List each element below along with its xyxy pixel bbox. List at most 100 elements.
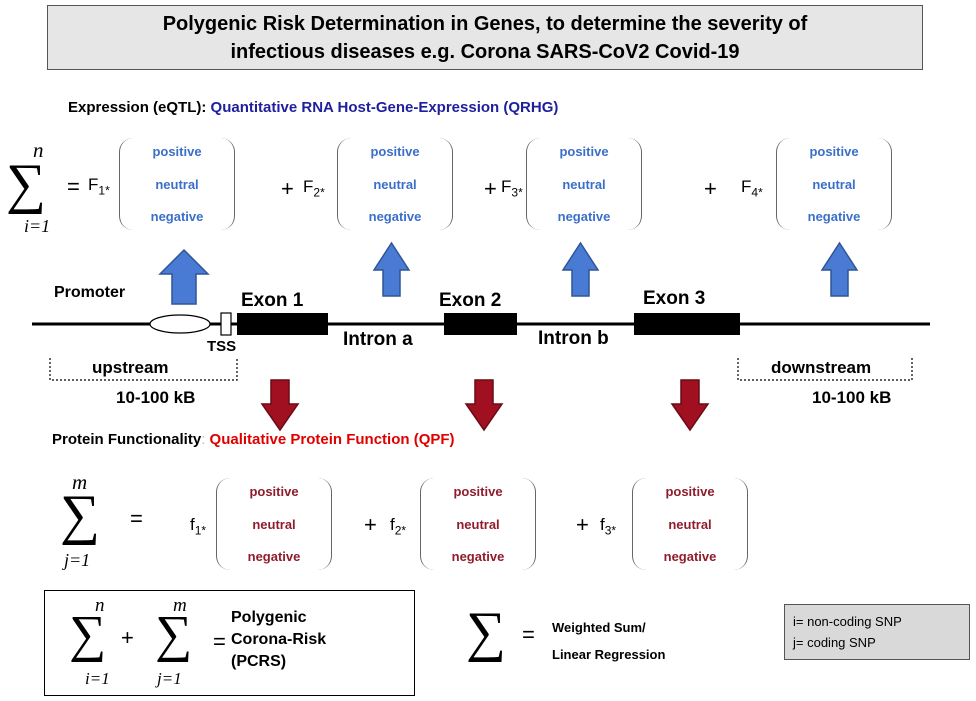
- state-negative: negative: [451, 549, 505, 564]
- down-arrow-3: [670, 379, 710, 432]
- weighted-sigma: ∑: [466, 601, 506, 663]
- title-line-1: Polygenic Risk Determination in Genes, t…: [162, 12, 808, 35]
- expression-highlight: Quantitative RNA Host-Gene-Expression (Q…: [210, 99, 559, 116]
- f2-states: positive neutral negative: [420, 478, 536, 570]
- tss-label: TSS: [207, 338, 237, 355]
- F4-states: positive neutral negative: [776, 138, 892, 230]
- pcrs-sum-2: m ∑ j=1: [151, 595, 201, 695]
- exon-2-label: Exon 2: [439, 290, 502, 311]
- exon-3-box: [634, 313, 740, 335]
- state-neutral: neutral: [562, 176, 606, 192]
- state-neutral: neutral: [155, 176, 199, 192]
- plus-4: +: [704, 176, 717, 201]
- coef-f3: f3*: [600, 515, 617, 538]
- sum-lower-i: i=1: [85, 669, 110, 688]
- legend-line-2: j= coding SNP: [793, 635, 876, 650]
- f3-states: positive neutral negative: [632, 478, 748, 570]
- upstream-range: 10-100 kB: [116, 388, 196, 407]
- sigma-symbol: ∑: [69, 606, 107, 663]
- expression-prefix: Expression (eQTL):: [68, 99, 211, 116]
- state-neutral: neutral: [373, 176, 417, 192]
- exon-3-label: Exon 3: [643, 288, 706, 309]
- state-positive: positive: [249, 484, 299, 499]
- protein-highlight: Qualitative Protein Function (QPF): [209, 431, 455, 448]
- downstream-range: 10-100 kB: [812, 388, 892, 407]
- coef-f1: f1*: [190, 515, 207, 538]
- downstream-bracket: [737, 358, 913, 381]
- weighted-equals: =: [522, 622, 535, 647]
- pcrs-line-2: Corona-Risk: [231, 631, 327, 648]
- up-arrow-2: [372, 241, 411, 297]
- plus-2: +: [281, 176, 294, 201]
- f1-states: positive neutral negative: [216, 478, 332, 570]
- promoter-label: Promoter: [54, 284, 126, 301]
- F3-states: positive neutral negative: [526, 138, 642, 230]
- plus-f2: +: [364, 512, 377, 537]
- upstream-label: upstream: [92, 358, 169, 377]
- expression-equals: =: [67, 174, 80, 199]
- protein-heading: Protein Functionality: Qualitative Prote…: [52, 431, 455, 448]
- sigma-symbol: ∑: [60, 484, 100, 546]
- pcrs-equals: =: [213, 629, 226, 654]
- legend-line-1: i= non-coding SNP: [793, 614, 902, 629]
- state-negative: negative: [368, 209, 422, 224]
- F2-states: positive neutral negative: [337, 138, 453, 230]
- promoter-ellipse: [149, 314, 211, 334]
- tss-box: [220, 312, 232, 336]
- downstream-label: downstream: [771, 358, 872, 377]
- state-positive: positive: [152, 144, 202, 159]
- pcrs-label: Polygenic Corona-Risk (PCRS): [231, 607, 326, 673]
- protein-sum: m ∑ j=1: [58, 470, 118, 575]
- pcrs-line-1: Polygenic: [231, 609, 307, 626]
- pcrs-plus: +: [121, 625, 134, 650]
- state-positive: positive: [370, 144, 420, 159]
- state-neutral: neutral: [812, 176, 856, 192]
- title-line-2: infectious diseases e.g. Corona SARS-CoV…: [230, 40, 740, 63]
- up-arrow-4: [820, 241, 859, 297]
- weighted-line-2: Linear Regression: [552, 647, 666, 662]
- exon-2-box: [444, 313, 517, 335]
- sigma-symbol: ∑: [6, 153, 46, 215]
- state-positive: positive: [559, 144, 609, 159]
- coef-F3: F3*: [501, 177, 523, 200]
- down-arrow-1: [260, 379, 300, 432]
- coef-F1: F1*: [88, 175, 110, 198]
- state-negative: negative: [663, 549, 717, 564]
- protein-prefix: Protein Functionality: [52, 431, 202, 448]
- exon-1-label: Exon 1: [241, 290, 304, 311]
- coef-f2: f2*: [390, 515, 407, 538]
- pcrs-box: n ∑ i=1 + m ∑ j=1 = Polygenic Corona-Ris…: [44, 590, 415, 696]
- title-box: Polygenic Risk Determination in Genes, t…: [47, 5, 923, 70]
- down-arrow-2: [464, 379, 504, 432]
- sum-lower-i: i=1: [24, 216, 51, 236]
- sum-upper-m: m: [173, 595, 187, 616]
- exon-1-box: [237, 313, 328, 335]
- state-negative: negative: [557, 209, 611, 224]
- pcrs-sum-1: n ∑ i=1: [65, 595, 115, 695]
- state-neutral: neutral: [252, 516, 296, 532]
- state-neutral: neutral: [456, 516, 500, 532]
- state-negative: negative: [150, 209, 204, 224]
- sum-lower-j: j=1: [64, 550, 91, 570]
- intron-a-label: Intron a: [343, 329, 413, 350]
- expression-sum: n ∑ i=1: [6, 138, 66, 238]
- state-negative: negative: [807, 209, 861, 224]
- pcrs-line-3: (PCRS): [231, 653, 287, 670]
- F1-states: positive neutral negative: [119, 138, 235, 230]
- sigma-symbol: ∑: [155, 606, 193, 663]
- upstream-bracket: [49, 358, 238, 381]
- expression-heading: Expression (eQTL): Quantitative RNA Host…: [68, 99, 558, 116]
- state-positive: positive: [453, 484, 503, 499]
- coef-F4: F4*: [741, 177, 763, 200]
- protein-equals: =: [130, 506, 143, 531]
- intron-b-label: Intron b: [538, 328, 609, 349]
- weighted-line-1: Weighted Sum/: [552, 620, 646, 635]
- plus-f3: +: [576, 512, 589, 537]
- coef-F2: F2*: [303, 177, 325, 200]
- sum-upper-n: n: [95, 595, 105, 616]
- legend-box: i= non-coding SNP j= coding SNP: [784, 604, 970, 660]
- up-arrow-1: [158, 248, 210, 305]
- state-neutral: neutral: [668, 516, 712, 532]
- sum-upper-n: n: [33, 138, 44, 162]
- up-arrow-3: [561, 241, 600, 297]
